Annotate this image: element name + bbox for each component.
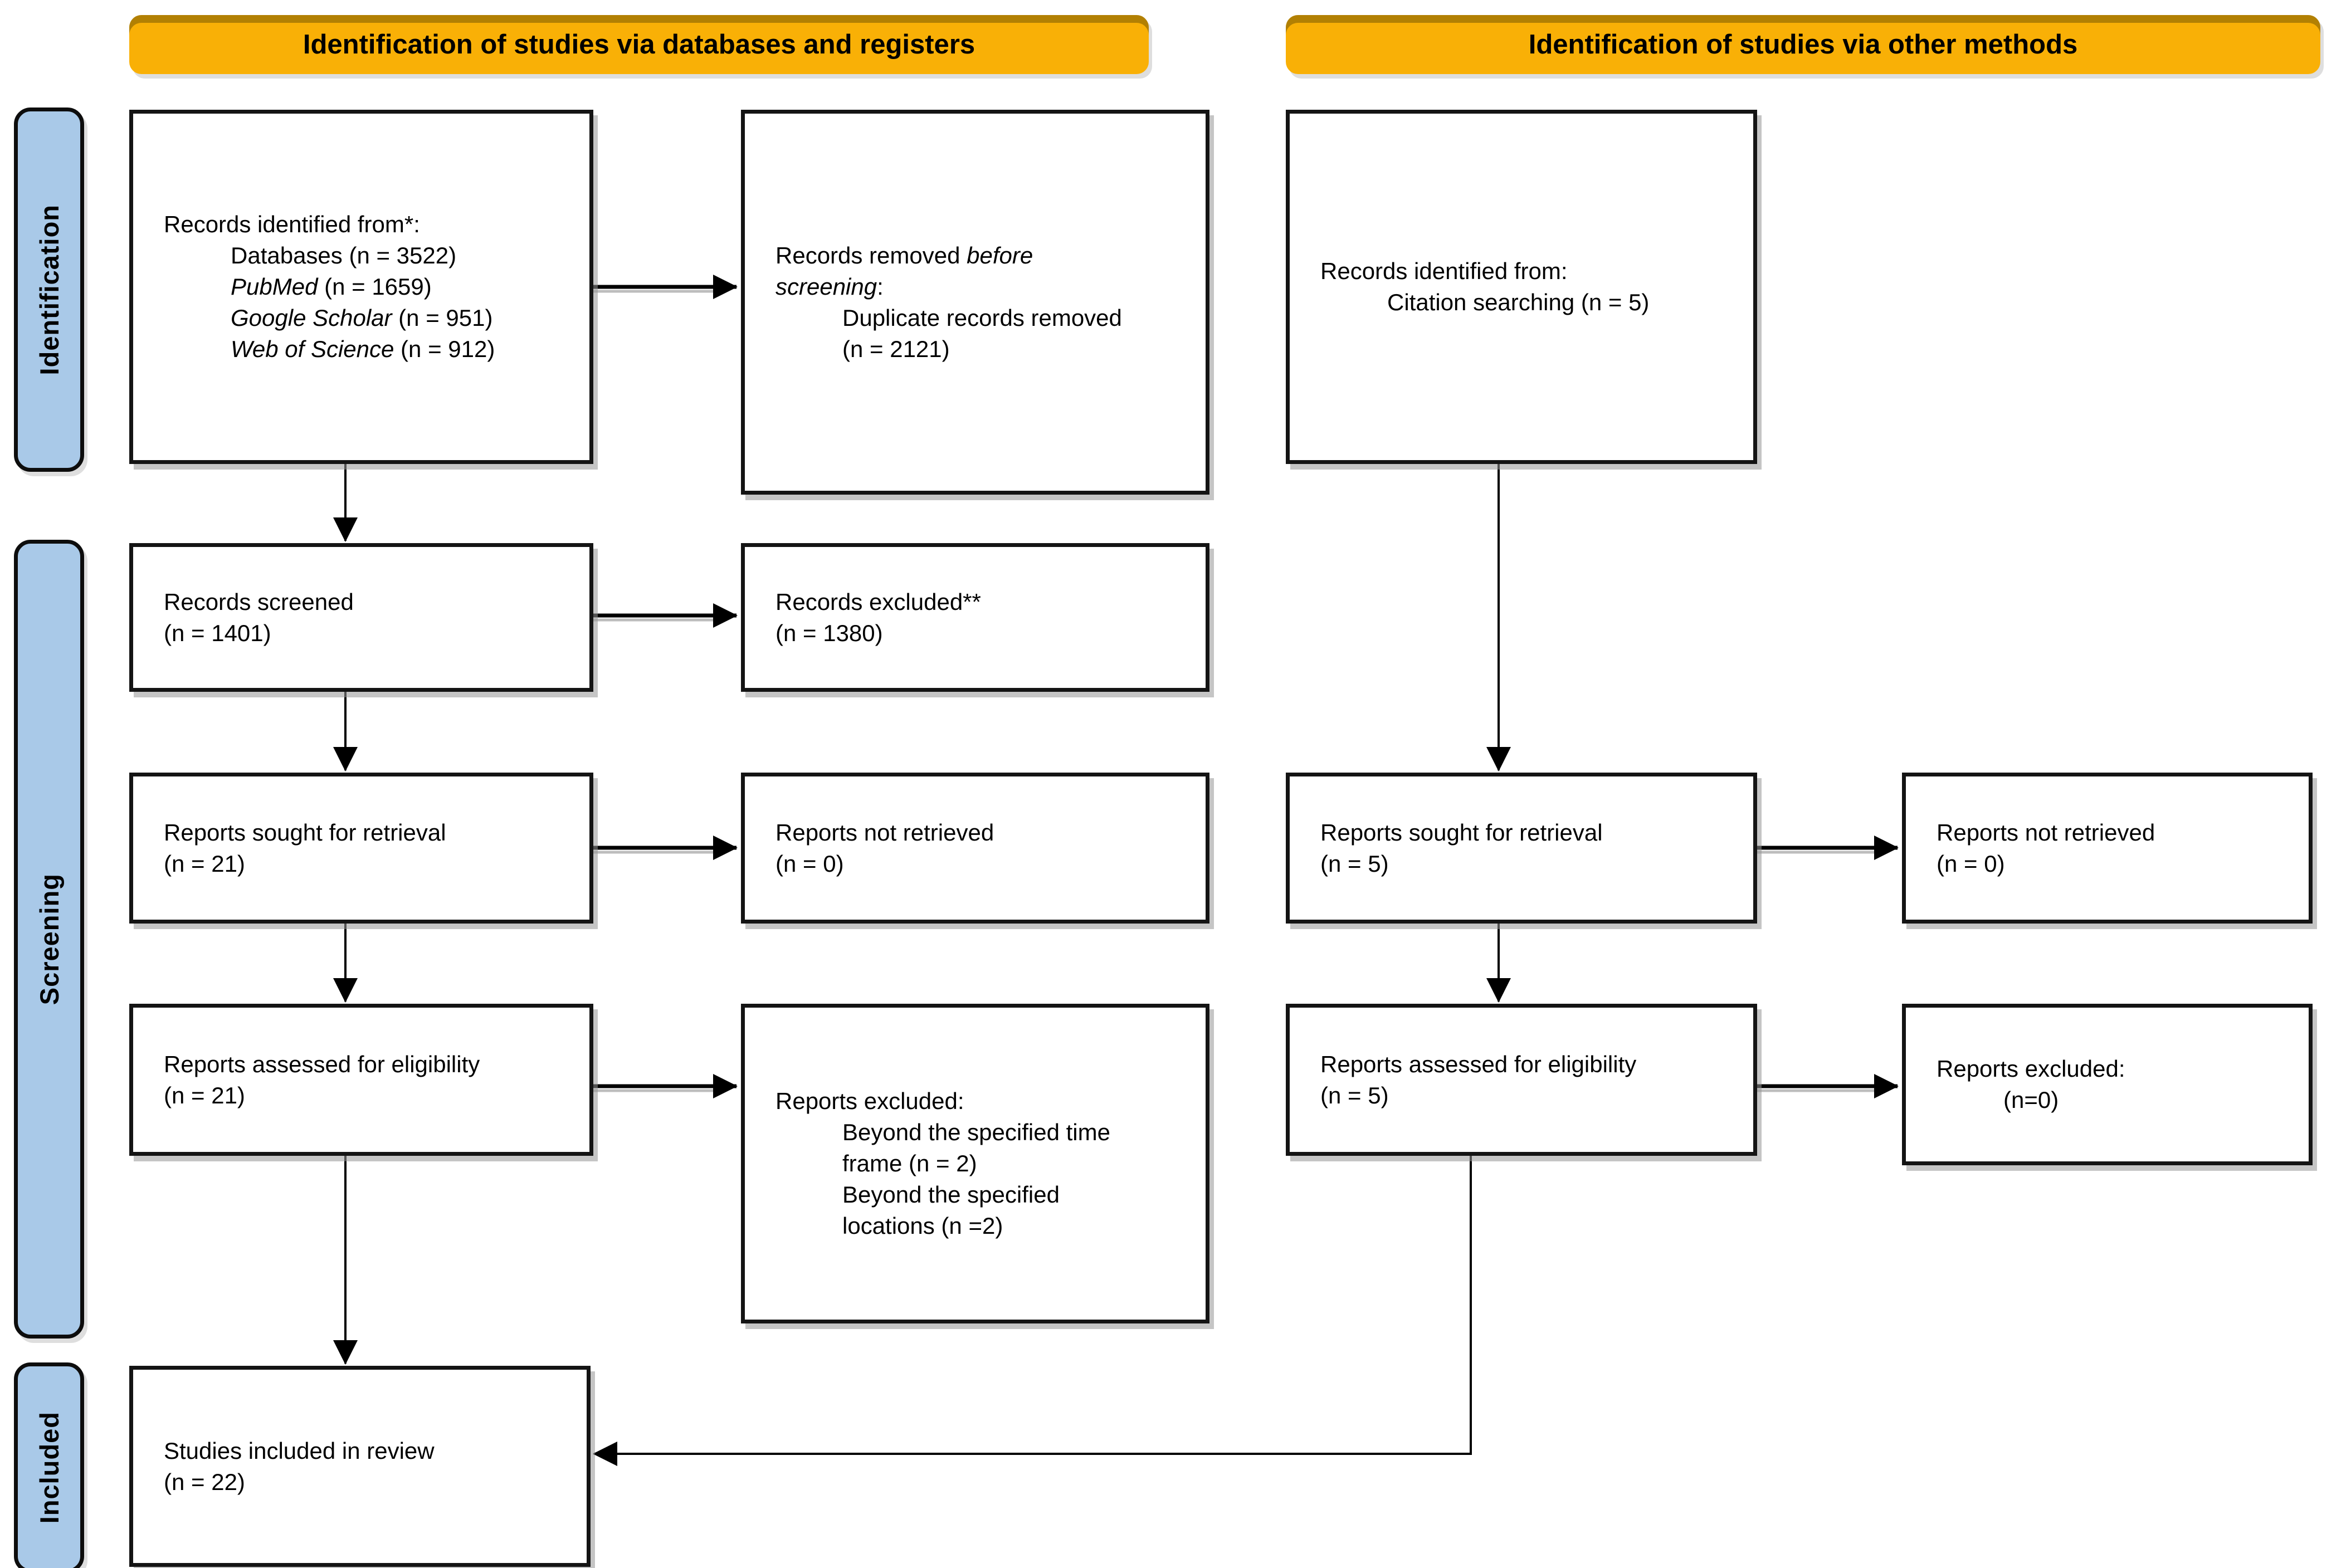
stage-label: Screening (34, 873, 64, 1005)
box-text-line: locations (n =2) (842, 1213, 1003, 1239)
box-text-line: Reports sought for retrieval (1320, 819, 1603, 846)
box-text-line: (n = 1401) (164, 619, 271, 646)
box-text-line: Records excluded** (775, 588, 981, 615)
box-text-line: (n = 2121) (842, 335, 950, 362)
box-text-line: Beyond the specified (842, 1181, 1060, 1208)
stage-label: Included (34, 1411, 64, 1524)
box-text-line: Reports sought for retrieval (164, 819, 446, 846)
stage-label: Identification (34, 204, 64, 375)
box-text-line: (n = 1380) (775, 619, 883, 646)
box-text-line: Reports not retrieved (1937, 819, 2155, 846)
box-text-line: (n = 21) (164, 1082, 245, 1108)
box-studies-included: Studies included in review (n = 22) (129, 1366, 591, 1567)
banner-label: Identification of studies via other meth… (1528, 30, 2078, 60)
box-reports-sought-databases: Reports sought for retrieval (n = 21) (129, 773, 593, 924)
stage-identification: Identification (14, 108, 84, 472)
box-records-identified-databases: Records identified from*: Databases (n = … (129, 110, 593, 464)
box-text-line: Reports assessed for eligibility (1320, 1051, 1637, 1077)
arrow-other-assessed-to-included (593, 1156, 1472, 1466)
box-reports-not-retrieved-other: Reports not retrieved (n = 0) (1902, 773, 2313, 924)
box-text-line: Reports excluded: (775, 1088, 964, 1114)
box-text-line: Records screened (164, 588, 354, 615)
box-text-line: (n = 21) (164, 850, 245, 877)
banner-databases-registers: Identification of studies via databases … (129, 15, 1149, 74)
box-reports-excluded-other: Reports excluded: (n=0) (1902, 1004, 2313, 1165)
box-text-line: Records identified from*: (164, 211, 420, 237)
box-text-line: (n = 5) (1320, 1082, 1389, 1108)
box-text-line: Databases (n = 3522) (231, 242, 457, 268)
stage-included: Included (14, 1362, 84, 1568)
box-reports-not-retrieved-databases: Reports not retrieved (n = 0) (741, 773, 1209, 924)
box-reports-sought-other: Reports sought for retrieval (n = 5) (1286, 773, 1757, 924)
box-records-excluded: Records excluded** (n = 1380) (741, 543, 1209, 692)
box-text-line: (n = 5) (1320, 850, 1389, 877)
banner-other-methods: Identification of studies via other meth… (1286, 15, 2320, 74)
box-text-line: Reports excluded: (1937, 1056, 2125, 1082)
box-text-line: (n=0) (2003, 1087, 2059, 1113)
banner-label: Identification of studies via databases … (303, 30, 975, 60)
box-records-identified-other: Records identified from: Citation searchi… (1286, 110, 1757, 464)
box-text-line: Records removed before (775, 242, 1033, 268)
box-text-line: (n = 0) (1937, 850, 2005, 877)
box-text-line: Web of Science (n = 912) (231, 336, 495, 362)
box-text-line: frame (n = 2) (842, 1150, 977, 1176)
box-text-line: Studies included in review (164, 1437, 435, 1464)
box-reports-excluded-databases: Reports excluded: Beyond the specified ti… (741, 1004, 1209, 1323)
box-text-line: (n = 0) (775, 850, 844, 877)
box-records-screened: Records screened (n = 1401) (129, 543, 593, 692)
box-text-line: Duplicate records removed (842, 304, 1122, 331)
box-text-line: (n = 22) (164, 1468, 245, 1495)
box-reports-assessed-databases: Reports assessed for eligibility (n = 21) (129, 1004, 593, 1156)
box-text-line: screening: (775, 273, 884, 300)
box-text-line: Citation searching (n = 5) (1387, 289, 1650, 315)
box-text-line: Reports assessed for eligibility (164, 1051, 480, 1077)
box-reports-assessed-other: Reports assessed for eligibility (n = 5) (1286, 1004, 1757, 1156)
box-text-line: Reports not retrieved (775, 819, 994, 846)
stage-screening: Screening (14, 540, 84, 1339)
box-text-line: Google Scholar (n = 951) (231, 305, 493, 331)
box-text-line: Records identified from: (1320, 258, 1568, 284)
box-text-line: PubMed (n = 1659) (231, 273, 432, 300)
box-records-removed-before-screening: Records removed before screening: Duplicat… (741, 110, 1209, 495)
box-text-line: Beyond the specified time (842, 1119, 1110, 1145)
